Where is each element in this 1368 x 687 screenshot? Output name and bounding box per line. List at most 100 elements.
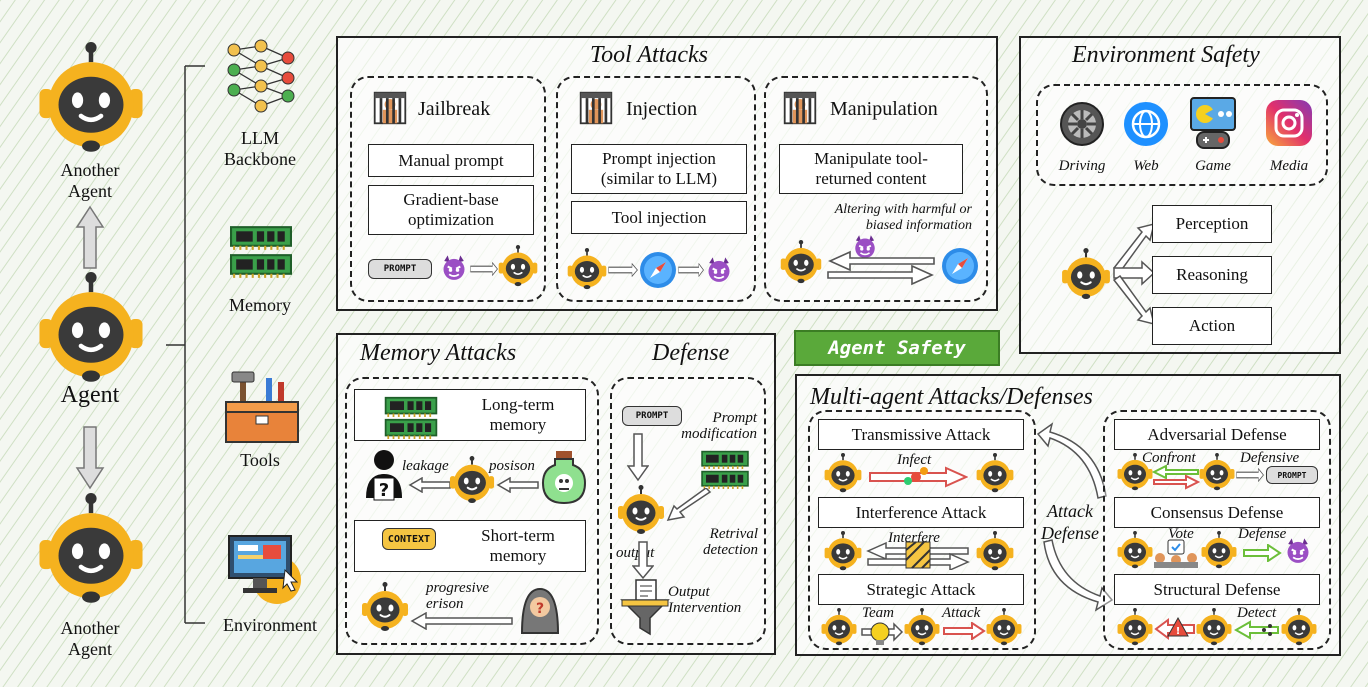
neural-network-icon <box>227 39 295 113</box>
infect-label: Infect <box>897 452 932 468</box>
defenses-group <box>1103 410 1331 650</box>
confront-arrows-icon <box>1152 464 1200 490</box>
game-icon <box>1190 97 1236 149</box>
agent-center-label: Agent <box>60 382 120 408</box>
green-left-arrow-icon <box>1234 620 1279 640</box>
env-driving-label: Driving <box>1058 158 1106 174</box>
agent-icon <box>985 608 1023 646</box>
down-arrow-icon <box>75 426 105 490</box>
environment-safety-panel <box>1019 36 1341 354</box>
detect-label: Detect <box>1237 605 1277 621</box>
filter-funnel-icon <box>620 579 670 636</box>
agent-icon <box>823 453 863 493</box>
vote-label: Vote <box>1168 526 1194 542</box>
injection-label: Injection <box>626 98 698 120</box>
prompt-tag: PROMPT <box>622 406 682 426</box>
diagonal-arrow-icon <box>666 488 712 521</box>
structural-defense-box: Structural Defense <box>1114 574 1320 605</box>
agent-icon <box>566 248 608 290</box>
red-arrow-icon <box>943 622 986 640</box>
down-arrow-icon <box>632 541 654 580</box>
adversarial-defense-box: Adversarial Defense <box>1114 419 1320 450</box>
perception-box: Perception <box>1152 205 1272 243</box>
red-arrow-icon <box>869 466 968 488</box>
defense-label: Defense <box>1238 526 1287 542</box>
long-left-arrow-icon <box>410 612 513 630</box>
another-agent-bottom-label: Another Agent <box>60 618 120 659</box>
agent-icon <box>1198 453 1236 491</box>
arrow-icon <box>608 263 638 277</box>
confront-label: Confront <box>1142 450 1196 466</box>
team-label: Team <box>862 605 894 621</box>
reasoning-box: Reasoning <box>1152 256 1272 294</box>
retrieval-detection-label: Retrival detection <box>703 526 758 558</box>
instagram-icon <box>1266 100 1312 146</box>
manipulate-content-box: Manipulate tool- returned content <box>779 144 963 194</box>
left-arrow-icon <box>408 477 451 493</box>
warning-red-arrow-icon: ! <box>1154 616 1195 640</box>
green-arrow-icon <box>1243 544 1282 562</box>
prompt-injection-box: Prompt injection (similar to LLM) <box>571 144 747 194</box>
devil-icon <box>705 256 733 284</box>
memory-label: Memory <box>229 295 291 315</box>
agent-icon <box>360 582 410 632</box>
arrow-icon <box>678 263 704 277</box>
barrier-double-arrow-icon <box>866 541 970 570</box>
svg-text:!: ! <box>1176 626 1181 637</box>
memory-ram-icon <box>230 226 292 278</box>
toolbox-icon <box>225 371 299 443</box>
manual-prompt-box: Manual prompt <box>368 144 534 177</box>
agent-icon <box>1116 531 1154 569</box>
devil-icon <box>1284 537 1312 565</box>
tools-label: Tools <box>240 450 280 470</box>
up-arrow-icon <box>75 205 105 269</box>
agent-icon <box>497 245 539 287</box>
leakage-label: leakage <box>402 458 449 474</box>
multi-agent-title: Multi-agent Attacks/Defenses <box>810 384 1093 410</box>
gradient-optimization-box: Gradient-base optimization <box>368 185 534 235</box>
jail-icon <box>578 90 614 126</box>
agent-icon <box>975 453 1015 493</box>
memory-ram-icon <box>701 450 749 489</box>
agent-icon <box>1060 248 1112 300</box>
devil-icon <box>440 254 468 282</box>
another-agent-top-label: Another Agent <box>60 160 120 201</box>
jail-icon <box>372 90 408 126</box>
jailbreak-label: Jailbreak <box>418 98 491 120</box>
hacker-icon: ? <box>520 587 560 634</box>
action-box: Action <box>1152 307 1272 345</box>
agent-icon <box>975 531 1015 571</box>
erosion-label: progresive erison <box>426 580 490 612</box>
agent-icon <box>820 608 858 646</box>
lightbulb-team-icon <box>861 622 904 645</box>
attack-label: Attack <box>942 605 981 621</box>
memory-ram-icon <box>384 396 438 439</box>
svg-text:?: ? <box>536 601 544 617</box>
arrow-icon <box>470 262 498 276</box>
output-intervention-label: Output Intervention <box>668 584 742 616</box>
environment-safety-title: Environment Safety <box>1072 42 1260 68</box>
strategic-attack-box: Strategic Attack <box>818 574 1024 605</box>
vote-group-icon <box>1154 539 1198 568</box>
env-web-label: Web <box>1133 158 1159 174</box>
jail-icon <box>782 90 818 126</box>
defense-title: Defense <box>652 340 730 366</box>
agent-icon <box>823 531 863 571</box>
globe-icon <box>1124 102 1168 146</box>
tool-attacks-title: Tool Attacks <box>590 42 709 68</box>
agent-icon <box>1116 608 1154 646</box>
agent-safety-badge: Agent Safety <box>794 330 1000 366</box>
branch-arrows-icon <box>1112 222 1156 326</box>
interference-attack-box: Interference Attack <box>818 497 1024 528</box>
agent-icon <box>1280 608 1318 646</box>
memory-attacks-title: Memory Attacks <box>360 340 517 366</box>
environment-label: Environment <box>223 615 317 635</box>
arrow-icon <box>1236 468 1264 482</box>
computer-monitor-icon <box>228 535 301 604</box>
context-tag: CONTEXT <box>382 528 436 550</box>
agent-icon <box>779 240 823 284</box>
prompt-modification-label: Prompt modification <box>681 410 757 442</box>
return-arrow-icon <box>827 250 935 286</box>
consensus-defense-box: Consensus Defense <box>1114 497 1320 528</box>
env-media-label: Media <box>1269 158 1309 174</box>
